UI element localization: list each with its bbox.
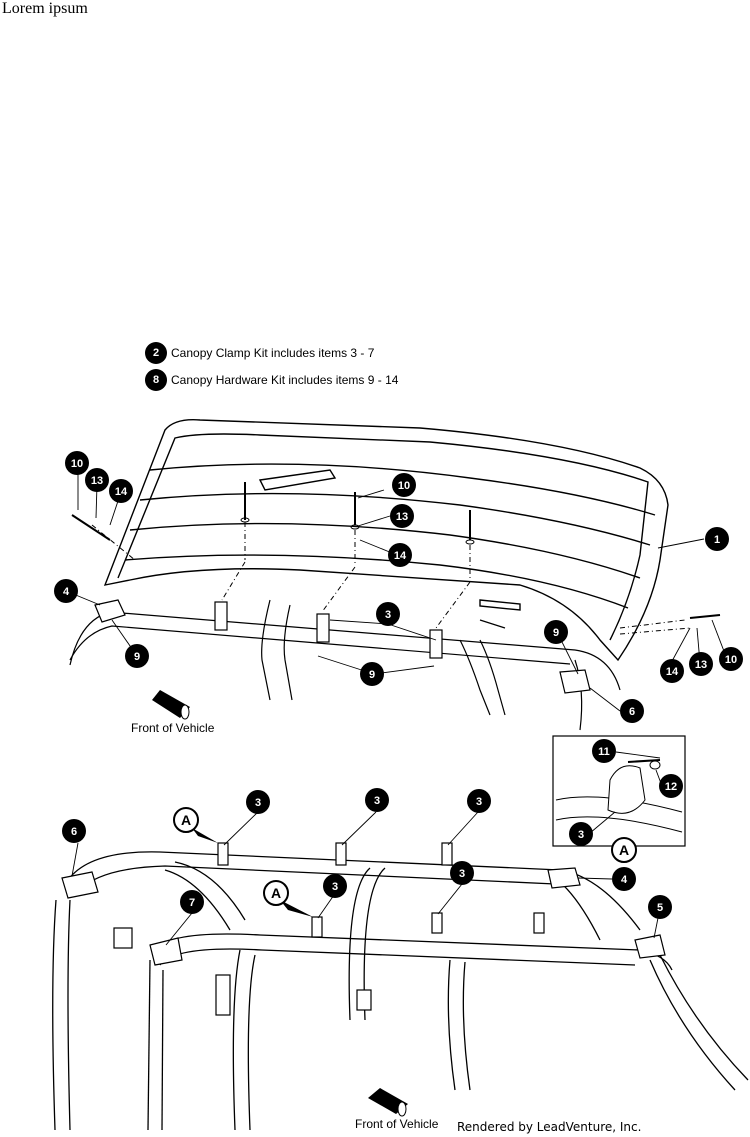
- detail-letters: A A A: [173, 807, 637, 906]
- callout-10: 10: [392, 473, 416, 497]
- detail-a-marker: A: [173, 807, 199, 833]
- canopy-clamps-top: [94, 599, 591, 694]
- callout-3: 3: [365, 788, 389, 812]
- callout-3: 3: [246, 790, 270, 814]
- svg-text:14: 14: [666, 666, 679, 678]
- callout-13: 13: [390, 504, 414, 528]
- callout-14: 14: [109, 479, 133, 503]
- callout-3: 3: [323, 874, 347, 898]
- svg-text:9: 9: [553, 627, 559, 639]
- callout-9: 9: [125, 644, 149, 668]
- svg-text:10: 10: [71, 458, 83, 470]
- callout-5: 5: [648, 895, 672, 919]
- callout-8: 8: [145, 369, 167, 391]
- svg-text:10: 10: [398, 480, 410, 492]
- callout-11: 11: [592, 739, 616, 763]
- svg-text:6: 6: [629, 706, 635, 718]
- svg-text:4: 4: [63, 586, 70, 598]
- legend-item-clamp-kit: 2 Canopy Clamp Kit includes items 3 - 7: [145, 342, 374, 364]
- svg-text:12: 12: [665, 781, 677, 793]
- detail-pointers: [192, 828, 313, 917]
- canopy-roof: [103, 419, 669, 662]
- svg-text:3: 3: [374, 795, 380, 807]
- svg-text:1: 1: [714, 534, 720, 546]
- svg-text:10: 10: [725, 654, 737, 666]
- svg-text:9: 9: [134, 651, 140, 663]
- callout-3: 3: [376, 602, 400, 626]
- callout-4: 4: [612, 867, 636, 891]
- canopy-bolts: [71, 482, 721, 635]
- callout-10: 10: [65, 451, 89, 475]
- callout-6: 6: [620, 699, 644, 723]
- svg-text:3: 3: [578, 829, 584, 841]
- front-of-vehicle-label-top: Front of Vehicle: [131, 721, 215, 735]
- callout-6: 6: [62, 819, 86, 843]
- svg-text:3: 3: [332, 881, 338, 893]
- callout-1: 1: [705, 527, 729, 551]
- svg-text:4: 4: [621, 874, 628, 886]
- callout-9: 9: [544, 620, 568, 644]
- callout-7: 7: [180, 890, 204, 914]
- svg-text:9: 9: [369, 669, 375, 681]
- page-caption: Lorem ipsum: [2, 0, 88, 17]
- front-of-vehicle-label-bottom: Front of Vehicle: [355, 1117, 439, 1131]
- svg-text:13: 13: [695, 659, 707, 671]
- callout-4: 4: [54, 579, 78, 603]
- legend-item-hardware-kit: 8 Canopy Hardware Kit includes items 9 -…: [145, 369, 398, 391]
- svg-text:13: 13: [396, 511, 408, 523]
- svg-text:7: 7: [189, 897, 195, 909]
- frame-tubes-top: [69, 599, 621, 731]
- callout-14: 14: [660, 659, 684, 683]
- legend-text: Canopy Clamp Kit includes items 3 - 7: [171, 346, 375, 360]
- callout-bubbles: 1 10 13 14 10 13 14 3 9 4 9 9 6 14 13 10…: [54, 451, 743, 919]
- detail-a-marker: A: [263, 880, 289, 906]
- callout-13: 13: [85, 468, 109, 492]
- svg-text:14: 14: [115, 486, 128, 498]
- svg-text:5: 5: [657, 902, 663, 914]
- callout-12: 12: [659, 774, 683, 798]
- svg-text:3: 3: [476, 796, 482, 808]
- svg-text:6: 6: [71, 826, 77, 838]
- callout-3: 3: [467, 789, 491, 813]
- callout-10: 10: [719, 647, 743, 671]
- svg-text:A: A: [181, 812, 191, 828]
- callout-2: 2: [145, 342, 167, 364]
- footer-credit: Rendered by LeadVenture, Inc.: [457, 1120, 641, 1134]
- canopy-clamps-bottom: [61, 842, 666, 1016]
- svg-text:13: 13: [91, 475, 103, 487]
- svg-text:14: 14: [394, 550, 407, 562]
- svg-text:3: 3: [255, 797, 261, 809]
- callout-14: 14: [388, 543, 412, 567]
- legend-text: Canopy Hardware Kit includes items 9 - 1…: [171, 373, 399, 387]
- front-arrow-top: [152, 690, 190, 720]
- callout-9: 9: [360, 662, 384, 686]
- callout-3: 3: [450, 861, 474, 885]
- front-arrow-bottom: [368, 1088, 408, 1117]
- svg-text:3: 3: [459, 868, 465, 880]
- callout-13: 13: [689, 652, 713, 676]
- svg-text:A: A: [619, 842, 629, 858]
- callout-3: 3: [569, 822, 593, 846]
- svg-text:3: 3: [385, 609, 391, 621]
- leader-lines: [65, 474, 728, 946]
- frame-tubes-bottom: [52, 851, 749, 1131]
- detail-a-marker: A: [611, 837, 637, 863]
- svg-text:A: A: [271, 885, 281, 901]
- svg-text:11: 11: [598, 746, 610, 758]
